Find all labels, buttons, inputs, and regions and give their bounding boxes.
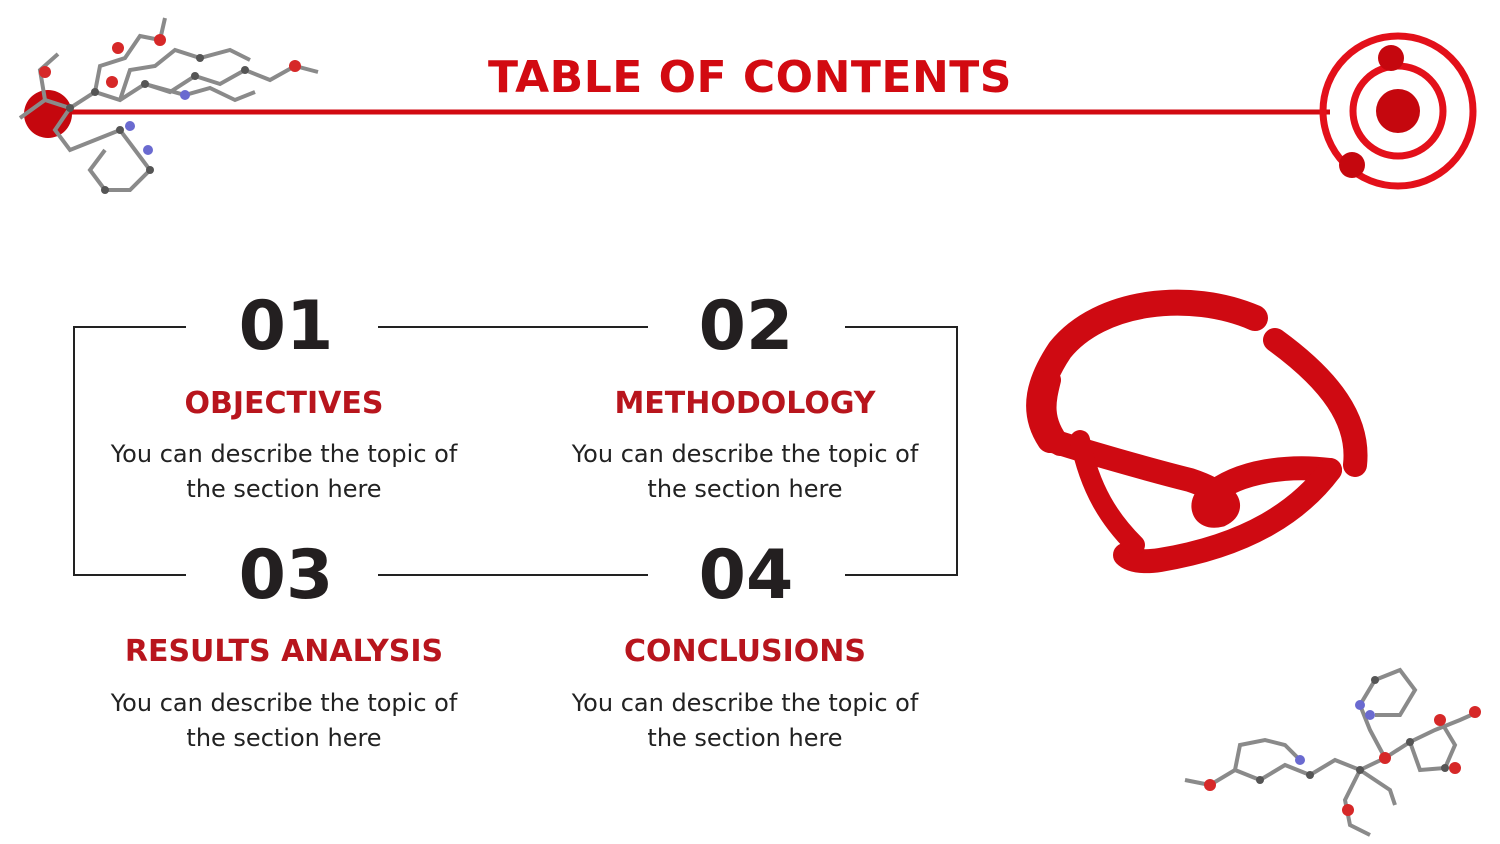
- slide-title: TABLE OF CONTENTS: [488, 52, 1012, 103]
- red-ring-swirl-icon: [1026, 289, 1368, 574]
- section-title-methodology: METHODOLOGY: [614, 386, 876, 421]
- section-title-results-analysis: RESULTS ANALYSIS: [124, 634, 444, 669]
- section-description-01: You can describe the topic of the sectio…: [84, 437, 484, 507]
- section-description-04-line2: the section here: [647, 724, 843, 752]
- section-number-04: 04: [698, 536, 794, 615]
- section-number-01: 01: [238, 287, 334, 366]
- section-number-02: 02: [698, 287, 794, 366]
- section-description-02-line2: the section here: [647, 475, 843, 503]
- section-description-03-line2: the section here: [186, 724, 382, 752]
- section-description-04: You can describe the topic of the sectio…: [545, 686, 945, 756]
- section-title-conclusions: CONCLUSIONS: [623, 634, 867, 669]
- section-number-03: 03: [238, 536, 334, 615]
- section-description-01-line2: the section here: [186, 475, 382, 503]
- section-description-03: You can describe the topic of the sectio…: [84, 686, 484, 756]
- section-description-04-line1: You can describe the topic of: [571, 689, 919, 717]
- toc-frame: [73, 326, 958, 576]
- section-description-01-line1: You can describe the topic of: [110, 440, 458, 468]
- molecule-icon: [1184, 667, 1479, 837]
- target-orbit-icon: [1319, 32, 1477, 190]
- section-description-02-line1: You can describe the topic of: [571, 440, 919, 468]
- section-title-objectives: OBJECTIVES: [184, 386, 384, 421]
- section-description-03-line1: You can describe the topic of: [110, 689, 458, 717]
- section-description-02: You can describe the topic of the sectio…: [545, 437, 945, 507]
